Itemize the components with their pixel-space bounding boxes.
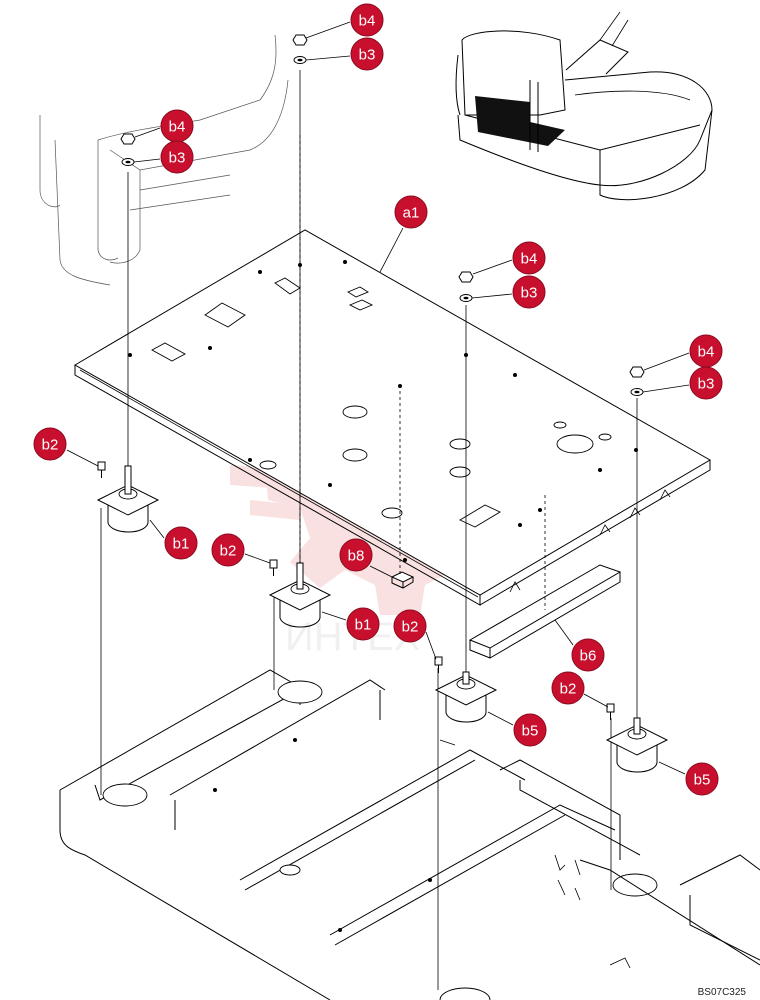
callout-label: b3 [169, 150, 186, 167]
callout-b3: b3 [160, 140, 194, 174]
callout-b3: b3 [689, 366, 723, 400]
callout-label: b4 [169, 119, 186, 136]
mount-b5-center [434, 671, 498, 723]
leader-lines [66, 21, 690, 775]
callout-b4: b4 [689, 334, 723, 368]
callout-badge [551, 671, 585, 705]
callout-label: b5 [522, 723, 539, 740]
callout-b4: b4 [160, 109, 194, 143]
callout-badge [512, 241, 546, 275]
callout-label: b3 [698, 376, 715, 393]
callout-badge [689, 366, 723, 400]
callout-b4: b4 [350, 3, 384, 37]
callout-badge [211, 533, 245, 567]
callout-b2: b2 [393, 609, 427, 643]
callout-badge [513, 713, 547, 747]
callout-label: a1 [403, 205, 420, 222]
callout-label: b8 [348, 548, 365, 565]
callout-badge [339, 538, 373, 572]
callout-b4: b4 [512, 241, 546, 275]
callout-label: b4 [521, 251, 538, 268]
callout-label: b2 [220, 543, 237, 560]
callout-badge [685, 762, 719, 796]
callout-badge [350, 37, 384, 71]
callout-a1: a1 [394, 195, 428, 229]
callout-label: b1 [173, 536, 190, 553]
callout-label: b3 [359, 47, 376, 64]
callout-label: b2 [42, 437, 59, 454]
callout-b6: b6 [571, 638, 605, 672]
mount-b5-right [605, 717, 669, 773]
callout-b1: b1 [164, 526, 198, 560]
callout-b1: b1 [346, 607, 380, 641]
fasteners [97, 34, 645, 720]
mount-b1-left [96, 465, 160, 533]
seat-inset [455, 11, 713, 201]
callout-badge [160, 140, 194, 174]
callout-label: b1 [355, 617, 372, 634]
callout-b2: b2 [33, 427, 67, 461]
callout-label: b4 [698, 344, 715, 361]
callout-b5: b5 [513, 713, 547, 747]
reference-code: BS07C325 [698, 987, 747, 998]
assembly-lines [100, 70, 638, 990]
callout-label: b2 [402, 619, 419, 636]
callout-label: b4 [359, 13, 376, 30]
callout-label: b6 [580, 648, 597, 665]
callout-b3: b3 [512, 275, 546, 309]
callout-label: b5 [694, 772, 711, 789]
callout-b3: b3 [350, 37, 384, 71]
side-console [39, 34, 289, 286]
floor-plate-a1 [74, 229, 711, 606]
strip-b6 [468, 564, 622, 659]
block-b8 [390, 571, 415, 589]
callout-b5: b5 [685, 762, 719, 796]
callout-badge [393, 609, 427, 643]
callout-badge [512, 275, 546, 309]
callout-b2: b2 [551, 671, 585, 705]
mount-b1-center [268, 562, 332, 628]
callout-label: b3 [521, 285, 538, 302]
callout-badge [33, 427, 67, 461]
mounts [96, 465, 669, 773]
callout-badge [164, 526, 198, 560]
base-frame [59, 669, 760, 1000]
callout-label: b2 [560, 681, 577, 698]
callout-badge [571, 638, 605, 672]
callout-b8: b8 [339, 538, 373, 572]
callout-badge [346, 607, 380, 641]
callout-b2: b2 [211, 533, 245, 567]
callout-badge [350, 3, 384, 37]
callout-badge [394, 195, 428, 229]
